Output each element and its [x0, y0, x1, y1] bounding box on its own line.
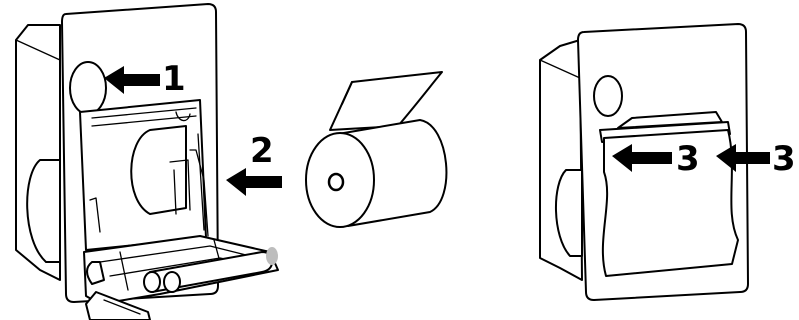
- step-label-2: 2: [250, 131, 274, 171]
- feed-button: [69, 61, 107, 115]
- tear-bar: [617, 111, 723, 129]
- paper-roll: [305, 71, 448, 228]
- step-label-3a: 3: [676, 139, 700, 179]
- arrow-1: 1: [104, 59, 186, 99]
- step-label-3b: 3: [772, 139, 796, 179]
- step-label-1: 1: [162, 59, 186, 99]
- arrow-3a: 3: [612, 139, 700, 179]
- rear-roll-bulge: [26, 159, 61, 263]
- arrow-3b: 3: [716, 139, 796, 179]
- feed-button-right: [593, 75, 623, 117]
- inner-roll: [130, 125, 187, 215]
- roll-core: [327, 172, 345, 192]
- arrow-2: 2: [226, 131, 282, 196]
- printer-open: [15, 3, 279, 320]
